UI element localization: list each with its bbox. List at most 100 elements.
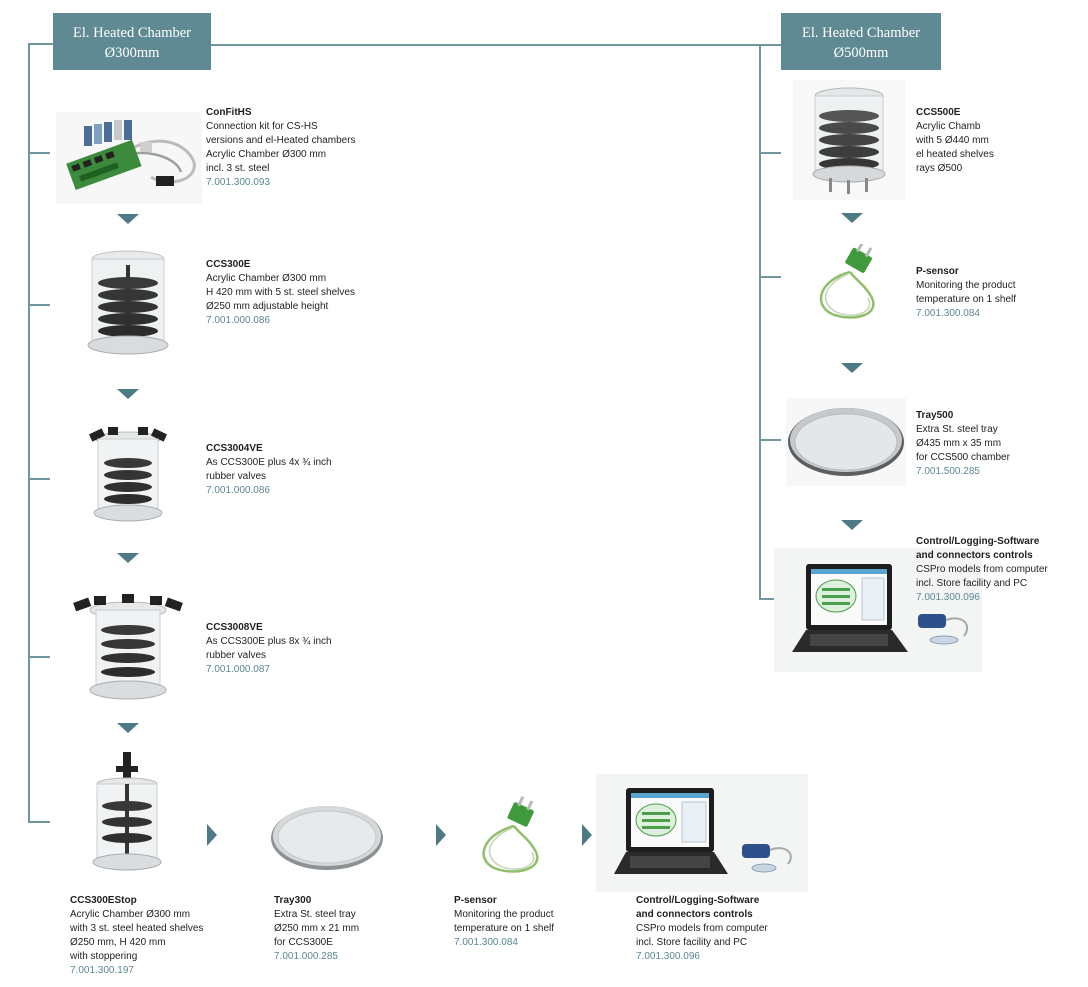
laptop-right-image (774, 548, 982, 672)
item-desc: Monitoring the product (454, 909, 554, 920)
item-desc: temperature on 1 shelf (454, 923, 555, 934)
item-software-bottom: Control/Logging-Software and connectors … (636, 894, 806, 964)
arrow-down-icon (117, 214, 139, 224)
ccs300estop-chamber-image (90, 752, 164, 876)
item-desc: incl. Store facility and PC (636, 937, 748, 948)
item-desc: rubber valves (206, 471, 267, 482)
item-code: 7.001.300.096 (916, 592, 980, 603)
item-name: CCS300EStop (70, 895, 137, 906)
item-name: Tray500 (916, 410, 954, 421)
connector-right-vertical (759, 44, 761, 599)
item-confiths: ConFitHS Connection kit for CS-HS versio… (206, 106, 406, 190)
item-desc: As CCS300E plus 4x ¾ inch (206, 457, 332, 468)
item-ccs300e: CCS300E Acrylic Chamber Ø300 mm H 420 mm… (206, 258, 406, 328)
branch-right-1 (759, 152, 781, 154)
header-left: El. Heated Chamber Ø300mm (53, 13, 211, 70)
laptop-bottom-image (596, 774, 808, 892)
item-ccs500e: CCS500E Acrylic Chamb with 5 Ø440 mm el … (916, 106, 1076, 176)
item-name: P-sensor (916, 266, 959, 277)
ccs500e-chamber-image (793, 80, 905, 200)
item-desc: Ø250 mm x 21 mm (274, 923, 360, 934)
item-desc: CSPro models from computer (636, 923, 768, 934)
item-name-2: and connectors controls (916, 550, 1033, 561)
p-sensor-right-image (810, 244, 890, 326)
arrow-down-icon (117, 553, 139, 563)
item-desc: Ø250 mm adjustable height (206, 301, 329, 312)
branch-left-3 (28, 478, 50, 480)
item-name-2: and connectors controls (636, 909, 753, 920)
item-desc: CSPro models from computer (916, 564, 1048, 575)
arrow-down-icon (841, 520, 863, 530)
item-code: 7.001.000.086 (206, 485, 270, 496)
arrow-down-icon (841, 363, 863, 373)
item-tray300: Tray300 Extra St. steel tray Ø250 mm x 2… (274, 894, 434, 964)
tray300-image (268, 800, 386, 872)
connection-kit-image (56, 112, 202, 204)
item-code: 7.001.000.087 (206, 664, 270, 675)
item-software-right: Control/Logging-Software and connectors … (916, 535, 1084, 605)
item-name: CCS300E (206, 259, 251, 270)
arrow-right-icon (207, 824, 217, 846)
item-code: 7.001.300.197 (70, 965, 134, 976)
item-desc: for CCS500 chamber (916, 452, 1010, 463)
header-right-line1: El. Heated Chamber (802, 25, 920, 41)
item-desc: temperature on 1 shelf (916, 294, 1017, 305)
ccs3008ve-chamber-image (72, 592, 184, 702)
item-desc: Extra St. steel tray (916, 424, 998, 435)
p-sensor-bottom-image (474, 796, 554, 878)
item-name: Control/Logging-Software (636, 895, 760, 906)
item-name: CCS500E (916, 107, 961, 118)
branch-left-4 (28, 656, 50, 658)
item-desc: with 5 Ø440 mm (916, 135, 989, 146)
item-desc: el heated shelves (916, 149, 994, 160)
item-desc: Acrylic Chamber Ø300 mm (206, 149, 327, 160)
header-left-line1: El. Heated Chamber (73, 25, 191, 41)
header-left-line2: Ø300mm (104, 45, 160, 61)
item-desc: Ø435 mm x 35 mm (916, 438, 1002, 449)
header-right-line2: Ø500mm (833, 45, 889, 61)
item-desc: H 420 mm with 5 st. steel shelves (206, 287, 355, 298)
arrow-right-icon (582, 824, 592, 846)
item-p-sensor-bottom: P-sensor Monitoring the product temperat… (454, 894, 604, 950)
branch-left-2 (28, 304, 50, 306)
connector-right-top (759, 44, 781, 46)
item-desc: rays Ø500 (916, 163, 963, 174)
item-p-sensor-right: P-sensor Monitoring the product temperat… (916, 265, 1076, 321)
item-desc: Connection kit for CS-HS (206, 121, 318, 132)
item-desc: Ø250 mm, H 420 mm (70, 937, 166, 948)
item-code: 7.001.300.084 (916, 308, 980, 319)
item-desc: incl. 3 st. steel (206, 163, 270, 174)
item-name: P-sensor (454, 895, 497, 906)
ccs300e-chamber-image (86, 247, 170, 359)
item-desc: with 3 st. steel heated shelves (70, 923, 204, 934)
item-name: Control/Logging-Software (916, 536, 1040, 547)
item-code: 7.001.000.285 (274, 951, 338, 962)
branch-right-2 (759, 276, 781, 278)
connector-top (211, 44, 781, 46)
item-tray500: Tray500 Extra St. steel tray Ø435 mm x 3… (916, 409, 1076, 479)
item-name: ConFitHS (206, 107, 252, 118)
tray500-image (786, 398, 906, 486)
item-desc: Acrylic Chamber Ø300 mm (206, 273, 327, 284)
arrow-right-icon (436, 824, 446, 846)
item-desc: versions and el-Heated chambers (206, 135, 356, 146)
item-code: 7.001.300.096 (636, 951, 700, 962)
item-code: 7.001.300.093 (206, 177, 270, 188)
ccs3004ve-chamber-image (88, 425, 168, 525)
item-ccs300estop: CCS300EStop Acrylic Chamber Ø300 mm with… (70, 894, 250, 978)
item-name: CCS3008VE (206, 622, 263, 633)
item-desc: As CCS300E plus 8x ¾ inch (206, 636, 332, 647)
item-desc: rubber valves (206, 650, 267, 661)
branch-right-3 (759, 439, 781, 441)
item-desc: for CCS300E (274, 937, 333, 948)
item-ccs3004ve: CCS3004VE As CCS300E plus 4x ¾ inch rubb… (206, 442, 406, 498)
item-desc: with stoppering (70, 951, 138, 962)
item-name: Tray300 (274, 895, 312, 906)
arrow-down-icon (841, 213, 863, 223)
connector-left-top (28, 43, 53, 45)
item-desc: incl. Store facility and PC (916, 578, 1028, 589)
arrow-down-icon (117, 723, 139, 733)
branch-left-5 (28, 821, 50, 823)
item-desc: Monitoring the product (916, 280, 1016, 291)
arrow-down-icon (117, 389, 139, 399)
